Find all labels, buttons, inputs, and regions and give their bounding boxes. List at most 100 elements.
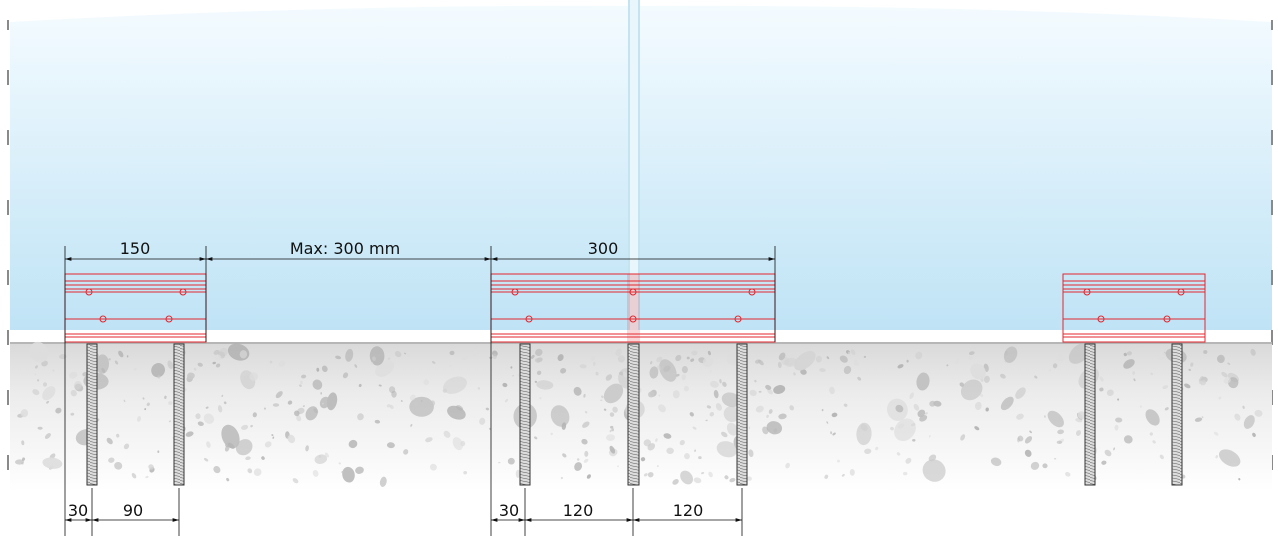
aggregate-stone	[70, 389, 77, 397]
aggregate-stone	[300, 380, 303, 385]
aggregate-stone	[133, 368, 137, 371]
aggregate-stone	[591, 355, 596, 361]
aggregate-stone	[748, 426, 751, 430]
aggregate-stone	[1223, 377, 1231, 384]
aggregate-stone	[1003, 346, 1018, 363]
aggregate-stone	[37, 379, 40, 382]
anchor-bolt	[627, 343, 640, 486]
aggregate-stone	[829, 386, 835, 395]
aggregate-stone	[839, 355, 848, 363]
aggregate-stone	[694, 449, 697, 452]
aggregate-stone	[955, 358, 960, 364]
aggregate-stone	[1106, 389, 1114, 396]
aggregate-stone	[168, 401, 173, 405]
aggregate-stone	[114, 461, 123, 470]
aggregate-stone	[793, 372, 796, 376]
aggregate-stone	[157, 450, 160, 454]
aggregate-stone	[672, 390, 680, 399]
aggregate-stone	[705, 419, 708, 422]
aggregate-stone	[612, 406, 618, 413]
aggregate-stone	[429, 463, 437, 471]
glass-panel	[10, 0, 1272, 331]
aggregate-stone	[213, 349, 220, 355]
aggregate-stone	[658, 404, 666, 413]
aggregate-stone	[748, 449, 754, 458]
aggregate-stone	[21, 440, 25, 446]
aggregate-stone	[212, 361, 216, 365]
aggregate-stone	[679, 439, 685, 446]
aggregate-stone	[335, 355, 342, 360]
aggregate-stone	[622, 371, 628, 378]
aggregate-stone	[261, 456, 265, 460]
aggregate-stone	[617, 355, 625, 363]
dim-label-center-bracket: 300	[588, 239, 619, 258]
aggregate-stone	[316, 367, 320, 372]
aggregate-stone	[615, 348, 623, 356]
aggregate-stone	[1104, 449, 1112, 457]
aggregate-stone	[826, 421, 829, 424]
aggregate-stone	[778, 352, 786, 361]
aggregate-stone	[557, 354, 564, 362]
aggregate-stone	[864, 448, 872, 455]
aggregate-stone	[35, 365, 38, 369]
aggregate-stone	[800, 369, 807, 375]
aggregate-stone	[1030, 461, 1040, 470]
aggregate-stone	[754, 379, 757, 383]
aggregate-stone	[609, 412, 615, 417]
aggregate-stone	[609, 429, 612, 433]
aggregate-stone	[579, 364, 587, 369]
aggregate-stone	[1034, 375, 1038, 379]
aggregate-stone	[386, 404, 391, 408]
aggregate-stone	[1139, 405, 1142, 408]
aggregate-stone	[1215, 455, 1218, 459]
aggregate-stone	[164, 395, 167, 399]
aggregate-stone	[1126, 351, 1132, 356]
aggregate-stone	[856, 422, 872, 446]
joint-overlay	[627, 274, 640, 342]
aggregate-stone	[42, 457, 63, 469]
aggregate-stone	[534, 358, 541, 363]
aggregate-stone	[584, 450, 589, 457]
aggregate-stone	[603, 383, 624, 404]
aggregate-stone	[1057, 429, 1064, 435]
aggregate-stone	[108, 358, 111, 361]
aggregate-stone	[492, 353, 498, 359]
aggregate-stone	[785, 462, 790, 469]
aggregate-stone	[1065, 471, 1071, 477]
aggregate-stone	[1132, 371, 1136, 375]
aggregate-stone	[305, 406, 318, 421]
aggregate-stone	[287, 400, 293, 405]
aggregate-stone	[561, 422, 567, 430]
aggregate-stone	[534, 380, 538, 383]
aggregate-stone	[318, 455, 322, 458]
aggregate-stone	[824, 474, 829, 479]
aggregate-stone	[702, 356, 714, 367]
aggregate-stone	[1044, 415, 1046, 418]
aggregate-stone	[263, 407, 267, 410]
aggregate-stone	[452, 437, 463, 451]
aggregate-stone	[611, 349, 616, 356]
aggregate-stone	[649, 366, 659, 379]
aggregate-stone	[666, 447, 674, 455]
aggregate-stone	[223, 401, 227, 405]
aggregate-stone	[1101, 460, 1107, 465]
aggregate-stone	[131, 472, 137, 479]
aggregate-stone	[314, 454, 328, 464]
aggregate-stone	[647, 443, 656, 451]
aggregate-stone	[723, 406, 740, 423]
aggregate-stone	[974, 426, 980, 431]
aggregate-stone	[766, 421, 783, 435]
aggregate-stone	[857, 376, 862, 381]
aggregate-stone	[821, 409, 824, 412]
aggregate-stone	[355, 466, 364, 474]
aggregate-stone	[1152, 440, 1156, 444]
aggregate-stone	[370, 362, 374, 365]
aggregate-stone	[815, 355, 822, 363]
aggregate-stone	[449, 350, 455, 356]
aggregate-stone	[275, 391, 283, 399]
aggregate-stone	[657, 365, 661, 371]
aggregate-stone	[1221, 371, 1228, 378]
anchor-bolt	[173, 343, 185, 486]
aggregate-stone	[515, 469, 521, 478]
aggregate-stone	[185, 431, 194, 437]
